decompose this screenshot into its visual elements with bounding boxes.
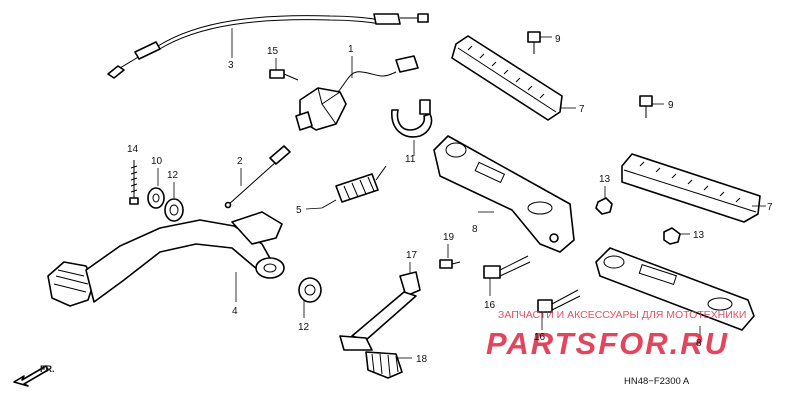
watermark-brand: PARTSFOR.RU	[486, 326, 729, 361]
callout-10: 10	[151, 156, 163, 167]
cable-part-3[interactable]	[107, 13, 429, 79]
clamp-part-11[interactable]	[391, 99, 433, 138]
rubber-part-18[interactable]	[365, 351, 403, 379]
nut-part-13-right[interactable]	[663, 227, 681, 245]
rod-part-2[interactable]	[224, 145, 291, 209]
callout-11: 11	[405, 154, 416, 165]
bolt-part-9-right[interactable]	[639, 95, 653, 118]
callout-4: 4	[232, 306, 238, 317]
bracket-part-8-right[interactable]	[595, 247, 755, 331]
callout-12-upper: 12	[167, 170, 179, 181]
washer-part-10[interactable]	[147, 187, 165, 209]
switch-part-1[interactable]	[295, 55, 419, 131]
callout-13-right: 13	[693, 230, 705, 241]
leader-5	[305, 207, 323, 210]
bolt-part-16-right[interactable]	[537, 289, 581, 313]
callout-7-upper: 7	[579, 104, 585, 115]
bolt-part-19[interactable]	[439, 259, 461, 269]
callout-1: 1	[348, 44, 354, 55]
callout-9-upper: 9	[555, 34, 561, 45]
bolt-part-16-left[interactable]	[483, 255, 531, 279]
callout-5: 5	[296, 205, 302, 216]
callout-19: 19	[443, 232, 455, 243]
callout-8-right: 8	[696, 338, 702, 349]
callout-14: 14	[127, 144, 139, 155]
callout-2: 2	[237, 156, 243, 167]
callout-8-upper: 8	[472, 224, 478, 235]
front-arrow-icon	[13, 365, 49, 387]
callout-15: 15	[267, 46, 279, 57]
bolt-part-9-upper[interactable]	[527, 31, 541, 54]
diagram-code: HN48−F2300 A	[624, 376, 690, 387]
footpeg-part-7-upper[interactable]	[451, 35, 563, 121]
screw-part-14[interactable]	[129, 160, 139, 205]
callout-9-right: 9	[668, 100, 674, 111]
front-label: FR.	[40, 364, 55, 374]
callout-16-right: 16	[534, 332, 546, 343]
callout-13-upper: 13	[599, 174, 611, 185]
callout-16-left: 16	[484, 300, 496, 311]
brake-pedal-part-4[interactable]	[47, 211, 285, 307]
nut-part-13-upper[interactable]	[595, 197, 613, 215]
bushing-part-12-lower[interactable]	[298, 277, 322, 303]
spring-part-5[interactable]	[321, 165, 387, 209]
callout-12-lower: 12	[298, 322, 310, 333]
footpeg-part-7-right[interactable]	[621, 153, 761, 223]
callout-17: 17	[406, 250, 418, 261]
callout-3: 3	[228, 60, 234, 71]
bracket-part-8-upper[interactable]	[433, 135, 575, 253]
bushing-part-12-upper[interactable]	[164, 198, 184, 222]
watermark-tagline: ЗАПЧАСТИ И АКСЕССУАРЫ ДЛЯ МОТОТЕХНИКИ	[498, 309, 746, 321]
bolt-part-15[interactable]	[269, 69, 299, 81]
shift-lever-part-17[interactable]	[339, 271, 421, 351]
callout-7-right: 7	[767, 202, 773, 213]
callout-18: 18	[416, 354, 428, 365]
